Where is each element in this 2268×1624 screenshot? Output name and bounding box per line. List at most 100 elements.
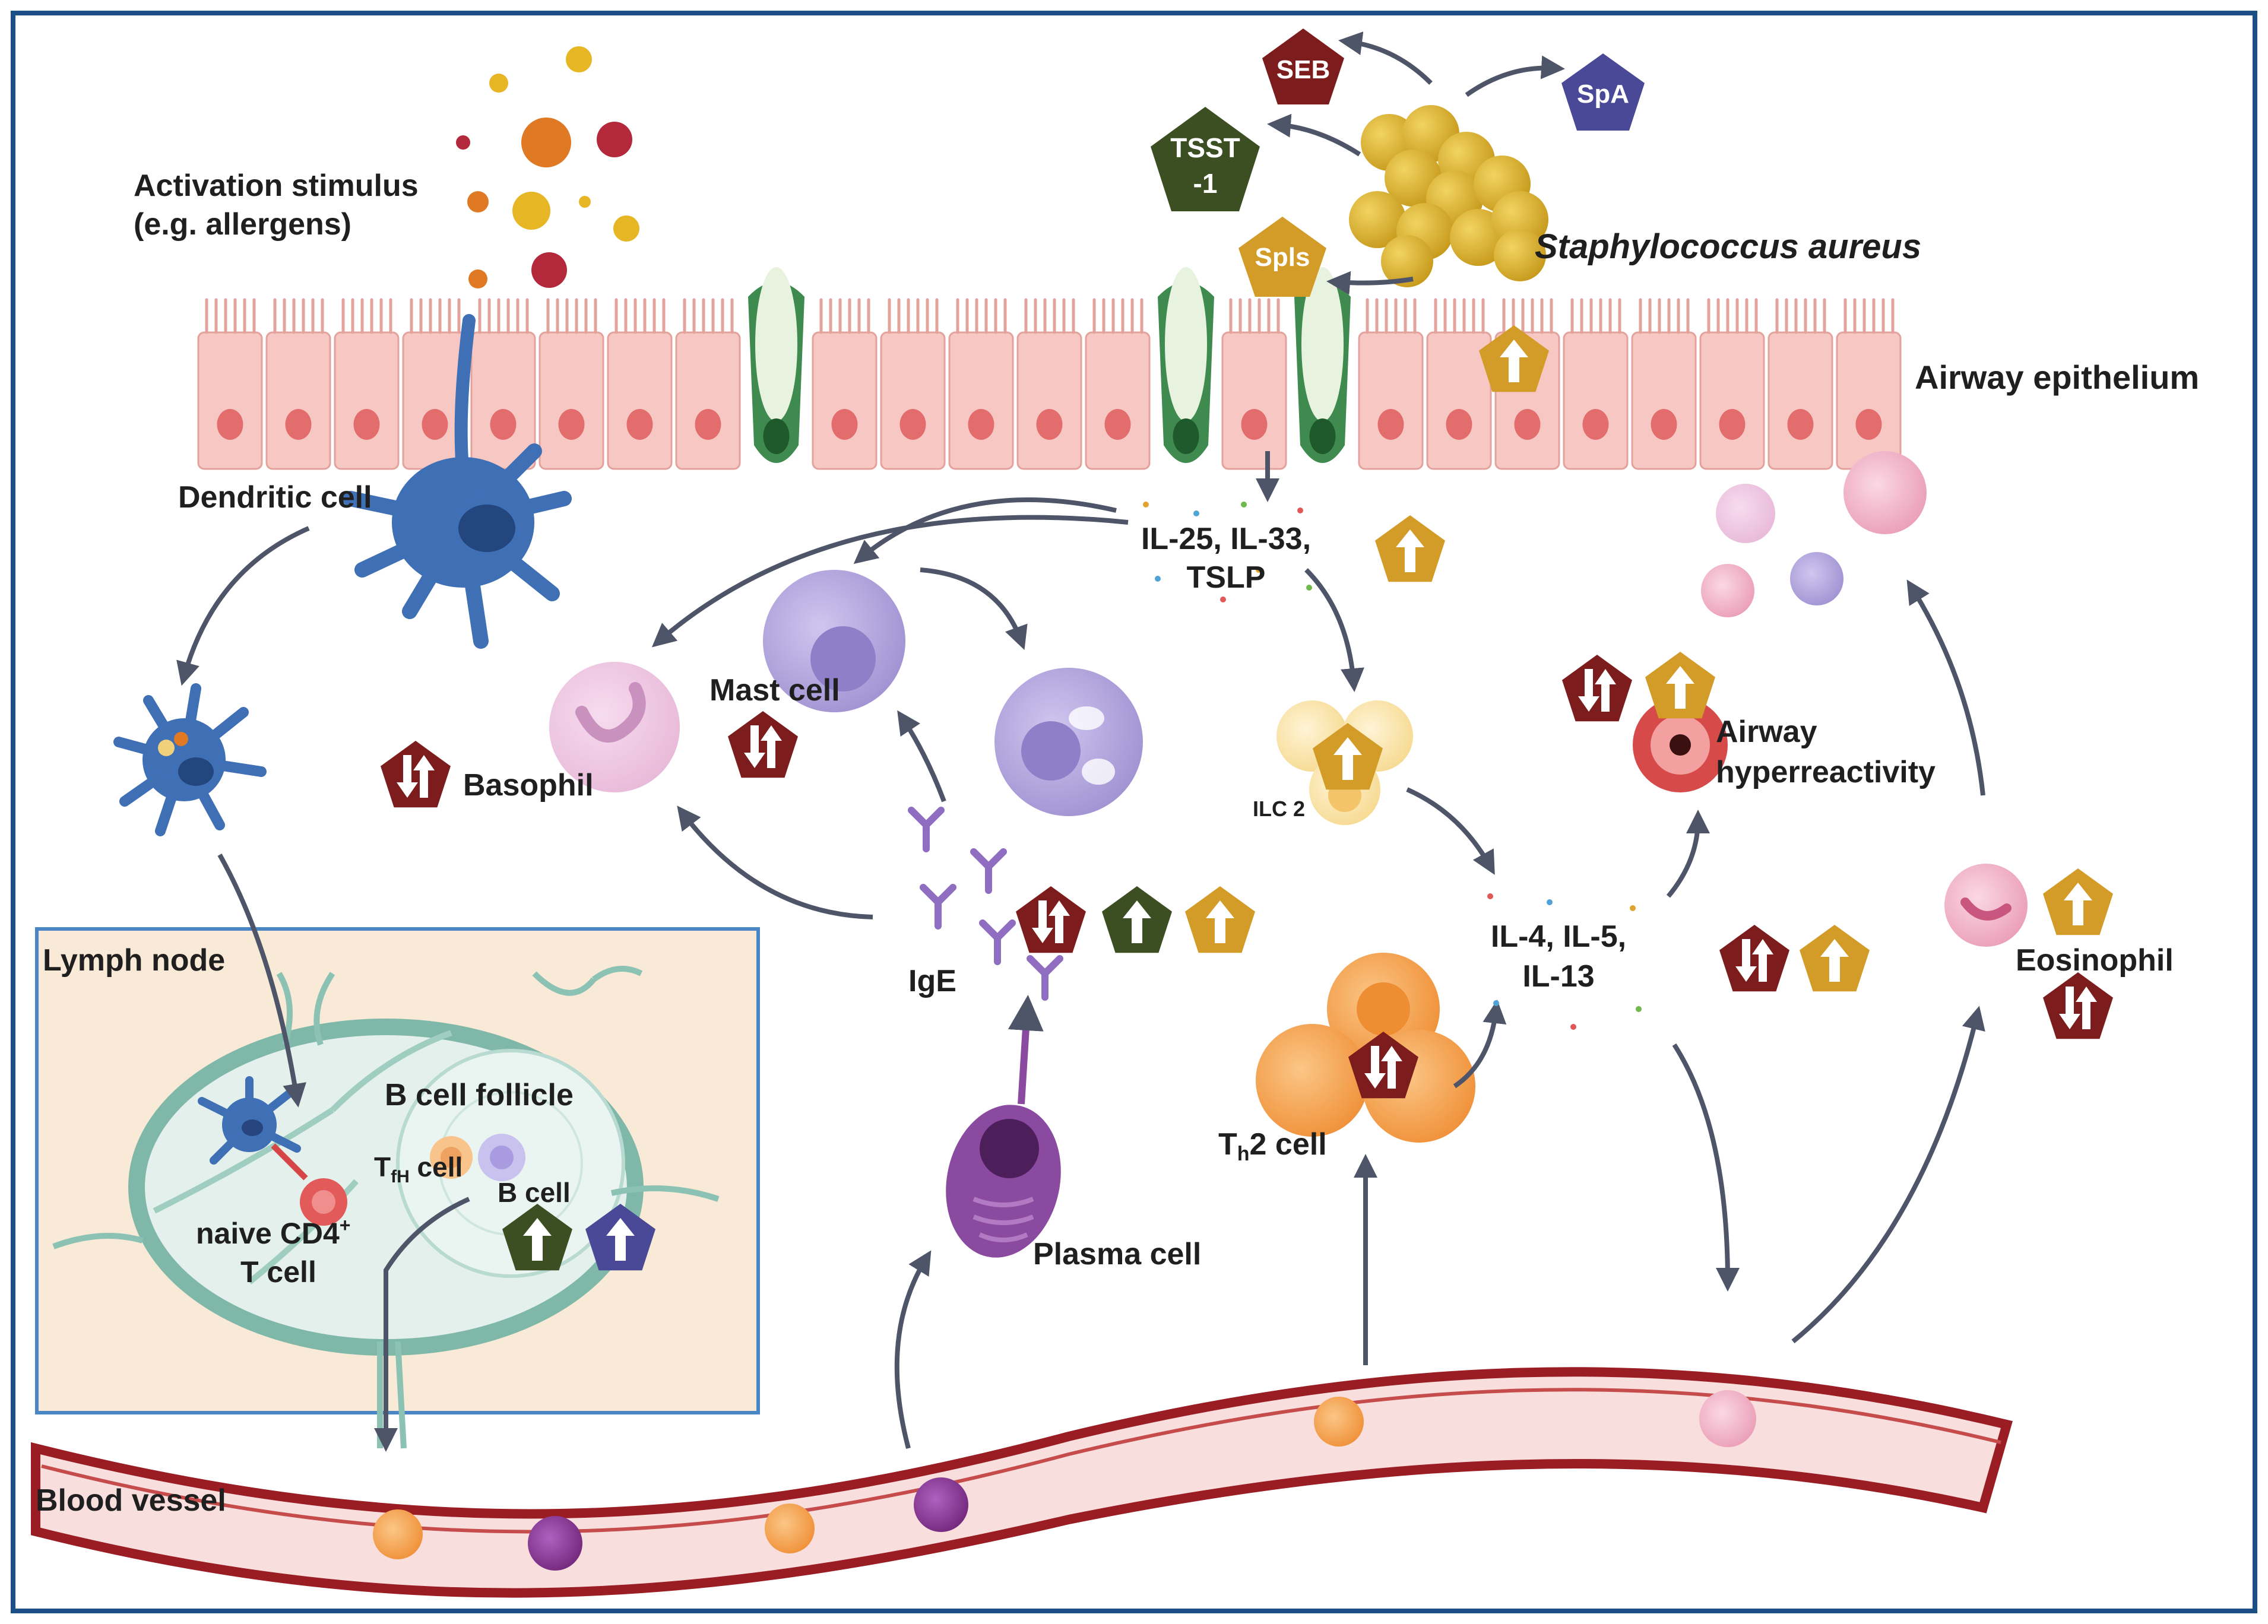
upregulation-badge bbox=[2043, 868, 2113, 935]
epithelial-cell bbox=[1699, 298, 1765, 470]
upregulation-badge bbox=[1800, 925, 1870, 992]
epithelial-cell bbox=[1358, 298, 1424, 470]
epithelial-cell bbox=[470, 298, 536, 470]
vessel-th-cell-3 bbox=[1314, 1397, 1364, 1447]
bidirectional-badge bbox=[1719, 925, 1789, 992]
up-arrow-icon bbox=[2064, 883, 2092, 925]
airway-hyper-label: Airway bbox=[1716, 715, 1817, 749]
lymph-node-label: Lymph node bbox=[43, 943, 225, 978]
upregulation-badge bbox=[585, 1204, 655, 1271]
th2-cell-label: Th2 cell bbox=[1218, 1127, 1327, 1165]
goblet-cell bbox=[1294, 267, 1351, 463]
up-arrow-icon bbox=[1123, 900, 1151, 943]
up-down-arrows-icon bbox=[397, 755, 435, 798]
airway-epithelium bbox=[197, 267, 1902, 470]
bidirectional-badge bbox=[1562, 655, 1632, 722]
up-down-arrows-icon bbox=[1032, 900, 1070, 943]
b-cell-label: B cell bbox=[498, 1177, 571, 1208]
airway-immune-cells bbox=[1701, 451, 1927, 617]
blood-vessel-label: Blood vessel bbox=[36, 1483, 226, 1518]
up-arrow-icon bbox=[523, 1218, 552, 1261]
dendritic-cell-label: Dendritic cell bbox=[178, 480, 372, 515]
blood-vessel bbox=[31, 1367, 2013, 1598]
ige-antibodies bbox=[908, 807, 1063, 1001]
eosinophil-cell bbox=[1944, 864, 2028, 947]
staph-aureus-cluster bbox=[1349, 105, 1548, 287]
upregulation-badge bbox=[1375, 515, 1445, 582]
epithelial-cell bbox=[675, 298, 741, 470]
upregulation-badge bbox=[502, 1204, 572, 1271]
naive-t-cell-label: T cell bbox=[240, 1255, 316, 1289]
up-arrow-icon bbox=[1333, 737, 1362, 780]
svg-text:TSST: TSST bbox=[1170, 132, 1240, 163]
cytokines-lower-label: IL-4, IL-5, bbox=[1491, 919, 1626, 954]
cytokines-upper-label: IL-25, IL-33, bbox=[1141, 522, 1311, 556]
upregulation-badge bbox=[1102, 886, 1172, 953]
epithelial-cell bbox=[1563, 298, 1629, 470]
staph-label: Staphylococcus aureus bbox=[1535, 227, 1921, 266]
lymph-dendritic-cell bbox=[198, 1076, 301, 1165]
svg-text:Spls: Spls bbox=[1255, 243, 1310, 272]
vessel-b-cell-2 bbox=[914, 1477, 968, 1532]
airway-lumen bbox=[1633, 697, 1728, 792]
up-arrow-icon bbox=[1206, 900, 1234, 943]
bidirectional-badge bbox=[728, 711, 798, 778]
tsst1-toxin: TSST -1 bbox=[1151, 107, 1260, 211]
dendritic-cell bbox=[343, 314, 572, 649]
epithelial-cell bbox=[334, 298, 400, 470]
mast-cell-label: Mast cell bbox=[709, 673, 840, 708]
bidirectional-badge bbox=[381, 741, 451, 808]
basophil-cell bbox=[549, 662, 680, 792]
epithelial-cell bbox=[1426, 298, 1492, 470]
regulation-badges bbox=[381, 325, 2113, 1271]
cytokine-dots-lower bbox=[1487, 893, 1642, 1030]
epithelial-cell bbox=[880, 298, 946, 470]
upregulation-badge bbox=[1185, 886, 1255, 953]
svg-text:-1: -1 bbox=[1193, 168, 1218, 199]
tfh-cell-label: TfH cell bbox=[374, 1152, 463, 1187]
migrating-dendritic-cell bbox=[113, 683, 267, 836]
up-arrow-icon bbox=[1500, 340, 1528, 382]
svg-text:SpA: SpA bbox=[1577, 80, 1629, 109]
spls-toxin: Spls bbox=[1238, 217, 1326, 297]
airway-hyper-sublabel: hyperreactivity bbox=[1716, 755, 1936, 789]
ige-label: IgE bbox=[908, 964, 956, 998]
epithelial-cell bbox=[948, 298, 1014, 470]
lymph-node-panel bbox=[35, 927, 760, 1452]
bidirectional-badge bbox=[1348, 1032, 1418, 1099]
airway-epithelium-label: Airway epithelium bbox=[1915, 359, 2199, 396]
epithelial-cell bbox=[197, 298, 263, 470]
eosinophil-label: Eosinophil bbox=[2016, 943, 2174, 978]
activation-stimulus-label: Activation stimulus bbox=[134, 169, 419, 203]
epithelial-cell bbox=[1631, 298, 1697, 470]
up-arrow-icon bbox=[1666, 666, 1694, 709]
up-down-arrows-icon bbox=[744, 725, 782, 768]
up-arrow-icon bbox=[606, 1218, 635, 1261]
epithelial-cell bbox=[607, 298, 673, 470]
b-cell-follicle-label: B cell follicle bbox=[385, 1078, 574, 1112]
epithelial-cell bbox=[812, 298, 878, 470]
degranulating-mast-cell bbox=[994, 668, 1143, 816]
basophil-label: Basophil bbox=[463, 768, 594, 803]
epithelial-cell bbox=[1767, 298, 1833, 470]
goblet-cell bbox=[1158, 267, 1214, 463]
epithelial-cell bbox=[1836, 298, 1902, 470]
cytokine-dots-upper bbox=[1143, 502, 1312, 602]
epithelial-cell bbox=[265, 298, 331, 470]
vessel-b-cell-1 bbox=[528, 1516, 582, 1571]
ilc2-label: ILC 2 bbox=[1253, 797, 1305, 821]
epithelial-cell bbox=[1221, 298, 1287, 470]
upregulation-badge bbox=[1313, 723, 1383, 790]
mast-cell bbox=[763, 570, 905, 712]
activation-stimulus-sublabel: (e.g. allergens) bbox=[134, 207, 351, 242]
up-down-arrows-icon bbox=[2059, 987, 2097, 1029]
epithelial-cell bbox=[539, 298, 604, 470]
spa-toxin: SpA bbox=[1561, 53, 1645, 131]
upregulation-badge bbox=[1479, 325, 1549, 392]
upregulation-badge bbox=[1645, 652, 1715, 719]
naive-cd4-label: naive CD4+ bbox=[196, 1214, 350, 1250]
seb-toxin: SEB bbox=[1262, 28, 1344, 104]
vessel-eosinophil bbox=[1699, 1390, 1756, 1447]
plasma-cell-label: Plasma cell bbox=[1033, 1237, 1201, 1271]
